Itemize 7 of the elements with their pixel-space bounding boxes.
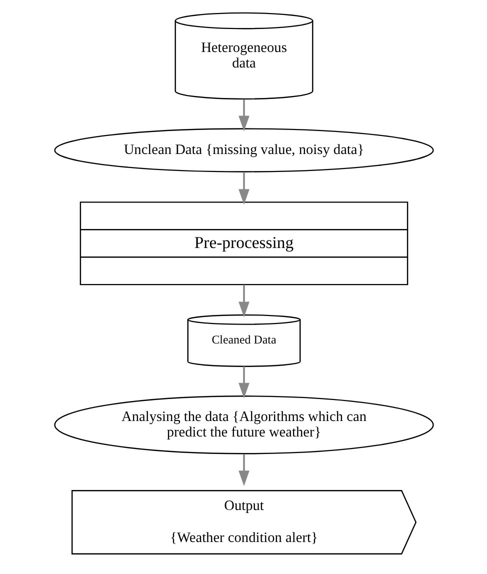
arrow — [238, 172, 249, 205]
node-ellipse: Analysing the data {Algorithms which can predict the future weather} — [54, 396, 434, 454]
arrow — [238, 99, 249, 132]
arrow — [238, 284, 249, 318]
arrow — [238, 454, 249, 486]
node-ellipse: Unclean Data {missing value, noisy data} — [54, 128, 434, 172]
arrow — [238, 366, 249, 398]
